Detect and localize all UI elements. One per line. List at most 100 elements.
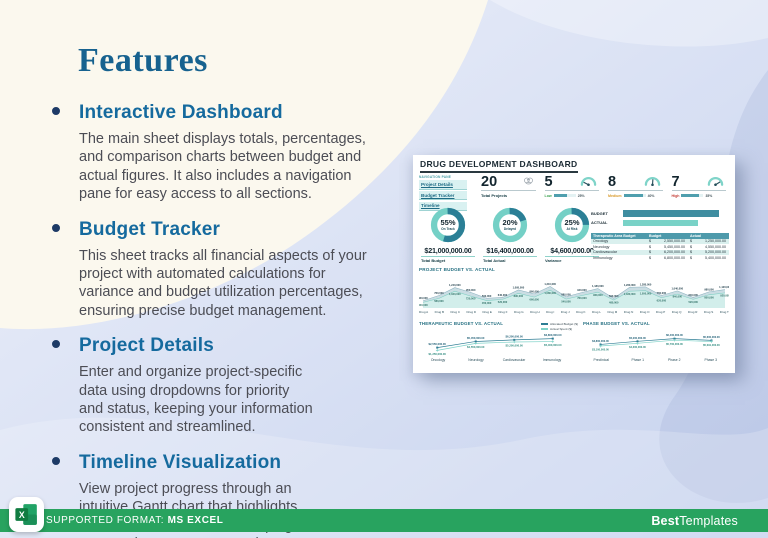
feature-title: Timeline Visualization bbox=[79, 451, 282, 473]
budget-bar bbox=[623, 210, 719, 217]
x-label: Drug T bbox=[719, 309, 729, 314]
table-row: Immunology $6,800,000.00 $5,400,000.00 bbox=[593, 255, 726, 260]
svg-text:480,000: 480,000 bbox=[609, 301, 619, 305]
ring-bullet-icon bbox=[52, 456, 60, 465]
page-title: Features bbox=[78, 42, 208, 79]
dashboard-metrics-row: NAVIGATION PANE Project Details Budget T… bbox=[419, 174, 729, 211]
donut-percent: 20% bbox=[502, 217, 518, 227]
svg-text:340,000: 340,000 bbox=[419, 303, 428, 307]
svg-text:520,000: 520,000 bbox=[498, 300, 508, 304]
phase-budget-chart: PHASE BUDGET VS. ACTUAL $3,800,000.00$5,… bbox=[583, 321, 729, 362]
feature-title: Budget Tracker bbox=[79, 218, 221, 240]
chart-title: PHASE BUDGET VS. ACTUAL bbox=[583, 321, 650, 326]
svg-text:$5,091,000.00: $5,091,000.00 bbox=[703, 343, 720, 347]
svg-text:590,000: 590,000 bbox=[482, 294, 492, 298]
svg-text:800,000: 800,000 bbox=[704, 295, 714, 299]
risk-bar bbox=[681, 193, 704, 198]
x-label: Drug F bbox=[498, 309, 508, 314]
svg-text:760,000: 760,000 bbox=[577, 296, 587, 300]
svg-text:$6,400,000.00: $6,400,000.00 bbox=[666, 333, 683, 337]
brain-icon bbox=[523, 177, 533, 185]
risk-percent: 40% bbox=[647, 193, 655, 198]
svg-text:$6,200,000.00: $6,200,000.00 bbox=[506, 334, 524, 338]
nav-button-project-details[interactable]: Project Details bbox=[419, 180, 467, 190]
x-label: Drug L bbox=[591, 309, 601, 314]
x-label: Drug Q bbox=[671, 309, 682, 314]
donut-chart bbox=[554, 207, 590, 243]
footer-bar: SUPPORTED FORMAT: MS EXCEL BestTemplates bbox=[0, 509, 768, 532]
x-label: Immunology bbox=[542, 357, 562, 362]
svg-text:660,000: 660,000 bbox=[530, 298, 540, 302]
svg-text:950,000: 950,000 bbox=[466, 288, 476, 292]
metric-value: 5 bbox=[544, 174, 553, 190]
svg-text:680,000: 680,000 bbox=[561, 292, 571, 296]
svg-text:1,310,000: 1,310,000 bbox=[544, 282, 556, 286]
svg-text:$5,400,000.00: $5,400,000.00 bbox=[544, 343, 562, 347]
svg-text:920,000: 920,000 bbox=[720, 293, 729, 297]
x-label: Drug B bbox=[434, 309, 444, 314]
svg-text:1,180,000: 1,180,000 bbox=[592, 284, 604, 288]
line-chart: $3,800,000.00$5,200,000.00$6,400,000.00$… bbox=[592, 333, 720, 351]
x-label: Drug S bbox=[703, 309, 714, 314]
svg-text:620,000: 620,000 bbox=[657, 298, 667, 302]
total-value: $21,000,000.00 bbox=[424, 246, 472, 255]
svg-text:$5,600,000.00: $5,600,000.00 bbox=[703, 335, 720, 339]
feature-item-project-details: Project Details Enter and organize proje… bbox=[52, 335, 408, 437]
svg-text:520,000: 520,000 bbox=[688, 300, 698, 304]
donut-label: On Track bbox=[441, 227, 455, 232]
x-label: Drug K bbox=[576, 309, 586, 314]
x-label: Drug A bbox=[419, 309, 429, 314]
donut-on-track: 55% On Track $21,000,000.00 Total Budget bbox=[419, 207, 477, 263]
x-label: Phase 1 bbox=[631, 357, 644, 362]
metric-risk-low: 5 Low 25% bbox=[539, 175, 603, 206]
x-label: Drug D bbox=[466, 309, 476, 314]
svg-text:$5,200,000.00: $5,200,000.00 bbox=[629, 336, 646, 340]
svg-text:1,095,000: 1,095,000 bbox=[513, 285, 525, 289]
nav-button-budget-tracker[interactable]: Budget Tracker bbox=[419, 190, 467, 201]
svg-text:$4,550,000.00: $4,550,000.00 bbox=[467, 345, 485, 349]
donut-percent: 25% bbox=[564, 217, 580, 227]
donut-percent: 55% bbox=[440, 217, 456, 227]
excel-logo-icon: X bbox=[15, 504, 37, 525]
gauge-icon bbox=[580, 177, 597, 186]
metric-value: 7 bbox=[671, 174, 680, 190]
metric-value: 8 bbox=[608, 174, 617, 190]
feature-body: This sheet tracks all financial aspects … bbox=[79, 247, 367, 319]
therapeutic-area-table: Therapeutic Area Budget Budget Actual On… bbox=[591, 233, 729, 260]
x-label: Drug H bbox=[530, 309, 540, 314]
risk-bar bbox=[553, 193, 576, 198]
table-header: Actual bbox=[690, 233, 701, 238]
risk-label: High bbox=[671, 193, 680, 198]
svg-text:1,240,000: 1,240,000 bbox=[449, 283, 461, 287]
x-label: Drug P bbox=[655, 309, 666, 314]
legend-swatch bbox=[541, 328, 548, 330]
svg-text:1,280,000: 1,280,000 bbox=[640, 282, 652, 286]
risk-label: Medium bbox=[608, 193, 622, 198]
table-row: Oncology $2,550,000.00 $1,250,000.00 bbox=[591, 238, 729, 245]
budget-bar-label: BUDGET bbox=[591, 210, 608, 216]
svg-text:$6,800,000.00: $6,800,000.00 bbox=[544, 333, 562, 337]
nav-pane-label: NAVIGATION PANE bbox=[419, 175, 452, 179]
svg-text:440,000: 440,000 bbox=[419, 296, 428, 300]
total-value: $16,400,000.00 bbox=[486, 246, 534, 255]
excel-badge: X bbox=[9, 497, 44, 532]
donut-at-risk: 25% At Risk $4,600,000.00 Variance bbox=[543, 207, 601, 263]
table-header: Budget bbox=[649, 233, 662, 238]
x-label: Drug I bbox=[546, 309, 555, 314]
total-label: Total Actual bbox=[483, 258, 506, 264]
x-label: Drug O bbox=[639, 309, 650, 314]
total-label: Total Budget bbox=[421, 258, 446, 264]
svg-text:960,000: 960,000 bbox=[593, 293, 603, 297]
gauge-icon bbox=[644, 177, 660, 186]
metric-value: 20 bbox=[481, 174, 498, 190]
risk-label: Low bbox=[544, 193, 552, 198]
metric-risk-medium: 8 Medium 40% bbox=[602, 175, 666, 206]
risk-percent: 35% bbox=[705, 193, 713, 198]
svg-text:860,000: 860,000 bbox=[530, 289, 540, 293]
svg-text:$5,200,000.00: $5,200,000.00 bbox=[506, 344, 524, 348]
svg-text:890,000: 890,000 bbox=[514, 294, 524, 298]
dashboard-title: DRUG DEVELOPMENT DASHBOARD bbox=[420, 159, 578, 173]
